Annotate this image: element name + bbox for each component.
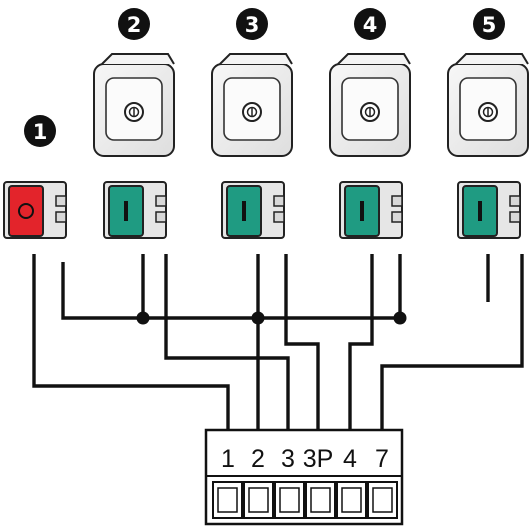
stop-pushbutton-icon — [3, 181, 67, 239]
badge-number: 1 — [33, 120, 48, 144]
wire-terminal-4 — [348, 254, 374, 430]
terminal-label: 1 — [221, 445, 235, 473]
badge-2: 2 — [118, 8, 150, 40]
badge-number: 2 — [127, 13, 142, 37]
start-pushbutton-icon — [339, 181, 403, 239]
wire-terminal-3p — [284, 254, 320, 430]
terminal-label: 2 — [251, 445, 265, 473]
badge-number: 4 — [363, 13, 378, 37]
badge-number: 3 — [245, 13, 260, 37]
terminal-label: 7 — [375, 445, 389, 473]
junction-dot — [251, 311, 265, 325]
terminal-screw — [305, 481, 336, 519]
terminal-label: 3P — [303, 445, 334, 473]
terminal-screw — [243, 481, 274, 519]
badge-1: 1 — [24, 115, 56, 147]
key-switch-icon — [93, 53, 175, 157]
start-pushbutton-icon — [457, 181, 521, 239]
badge-4: 4 — [354, 8, 386, 40]
terminal-screw — [367, 481, 398, 519]
wire-terminal-7b — [380, 254, 524, 430]
start-pushbutton-icon — [221, 181, 285, 239]
junction-dot — [136, 311, 150, 325]
key-switch-icon — [211, 53, 293, 157]
badge-3: 3 — [236, 8, 268, 40]
badge-5: 5 — [473, 8, 505, 40]
badge-number: 5 — [482, 13, 497, 37]
wire-terminal-3 — [164, 254, 290, 430]
key-switch-icon — [447, 53, 529, 157]
wire-terminal-1 — [32, 254, 230, 430]
terminal-screw — [212, 481, 243, 519]
key-switch-icon — [329, 53, 411, 157]
junction-dot — [393, 311, 407, 325]
wires — [32, 254, 524, 430]
terminal-screw — [336, 481, 367, 519]
terminal-block: 1 2 3 3P 4 7 — [204, 428, 404, 526]
wire-common-bus — [61, 262, 400, 320]
terminal-label: 4 — [343, 445, 357, 473]
terminal-label: 3 — [281, 445, 295, 473]
start-pushbutton-icon — [103, 181, 167, 239]
terminal-screw — [274, 481, 305, 519]
